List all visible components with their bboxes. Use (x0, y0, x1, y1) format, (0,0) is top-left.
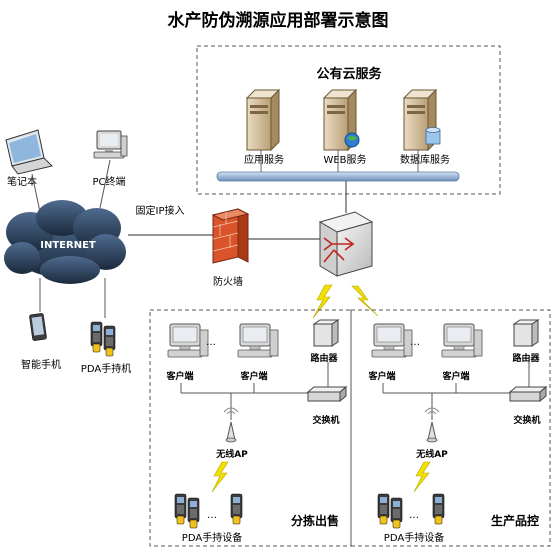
router-icon (512, 319, 540, 347)
pda-device-label: PDA手持设备 (182, 531, 242, 544)
firewall-label: 防火墙 (213, 275, 243, 288)
public-cloud-title: 公有云服务 (316, 66, 382, 82)
ap-wireless-link-icon (211, 461, 229, 493)
pc-terminal-label: PC终端 (92, 175, 125, 188)
firewall-icon (211, 208, 250, 264)
client-pc-icon (441, 323, 483, 358)
client-dots: … (207, 510, 217, 521)
laptop-icon (5, 129, 53, 175)
core-switch-icon (318, 211, 374, 277)
client-label: 客户端 (239, 370, 267, 382)
client-label: 客户端 (165, 370, 193, 382)
database-server-icon (402, 88, 441, 152)
wireless-ap-label: 无线AP (215, 448, 248, 460)
wireless-ap-icon (424, 407, 440, 443)
smartphone-icon (29, 313, 47, 341)
client-dots: … (409, 510, 419, 521)
client-pc-icon (371, 323, 413, 358)
smartphone-label: 智能手机 (21, 358, 61, 371)
client-pc-icon (167, 323, 209, 358)
database-server-label: 数据库服务 (400, 153, 450, 166)
router-icon (312, 319, 340, 347)
wireless-ap-label: 无线AP (415, 448, 448, 460)
router-label: 路由器 (310, 352, 338, 364)
web-server-icon (322, 88, 360, 152)
zone-title: 分拣出售 (291, 513, 339, 528)
switch-label: 交换机 (513, 414, 540, 426)
zone-title: 生产品控 (491, 513, 539, 528)
switch-label: 交换机 (312, 414, 339, 426)
app-server-label: 应用服务 (244, 153, 284, 166)
server-bus (216, 171, 460, 182)
client-dots: … (410, 337, 420, 348)
ap-wireless-link-icon (413, 461, 431, 493)
switch-icon (508, 385, 548, 403)
pda-handheld-icon (90, 321, 116, 357)
laptop-label: 笔记本 (7, 175, 37, 188)
switch-icon (306, 385, 348, 403)
wireless-link-left-icon (312, 284, 333, 319)
internet-label: INTERNET (40, 240, 96, 251)
public-cloud-box (196, 45, 501, 195)
router-label: 路由器 (512, 352, 540, 364)
internet-cloud (4, 200, 126, 284)
fixed-ip-label: 固定IP接入 (136, 204, 185, 217)
client-label: 客户端 (441, 370, 469, 382)
pda-handheld-label: PDA手持机 (81, 362, 131, 375)
client-dots: … (206, 337, 216, 348)
wireless-link-right-icon (351, 285, 379, 317)
client-label: 客户端 (367, 370, 395, 382)
wireless-ap-icon (223, 407, 239, 443)
zone-production-qc (350, 309, 551, 547)
diagram-title: 水产防伪溯源应用部署示意图 (168, 10, 389, 31)
client-pc-icon (237, 323, 279, 358)
pda-device-label: PDA手持设备 (384, 531, 444, 544)
pc-terminal-icon (93, 130, 128, 159)
web-server-label: WEB服务 (323, 153, 366, 166)
app-server-icon (245, 88, 281, 152)
